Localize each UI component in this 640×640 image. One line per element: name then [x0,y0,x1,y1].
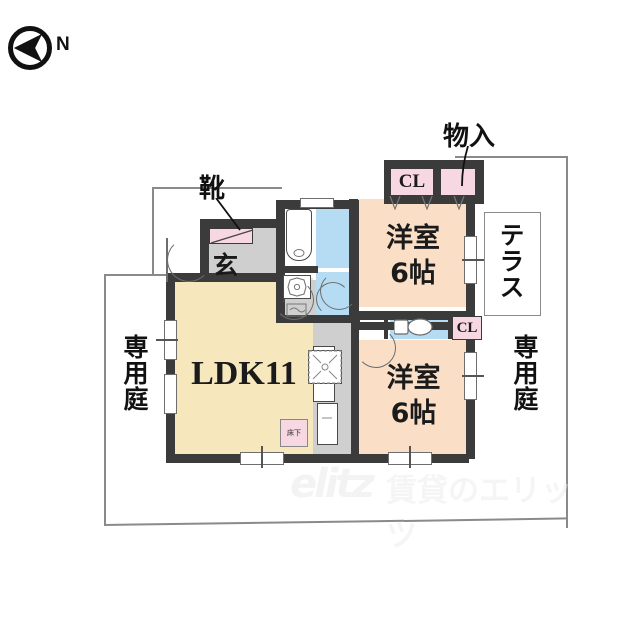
window-tick-bed-top-e [462,259,484,261]
window-tick-ldk-s [261,446,263,468]
window-tick-ldk-w1 [156,339,178,341]
room-label-bedroom-top-name: 洋室 [386,223,440,254]
callout-shoes: 靴 [199,168,225,205]
callout-shoes-text: 靴 [199,174,226,204]
closet-mid-cl-label: CL [456,319,478,336]
compass-north-label: N [56,34,70,55]
door-sanitary-arc [316,282,350,316]
watermark-text: 賃貸のエリッツ [386,473,572,554]
cooktop-burners-icon [308,350,342,384]
window-tick-bed-bot-e [462,375,484,377]
terrace-outline-right [540,212,542,316]
site-outline-left-bottom [104,519,404,526]
room-label-genkan-text: 玄 [213,251,239,280]
wall-sanitary-mid [276,266,318,273]
wall-top-closet-divider [432,160,441,204]
wall-ldk-west [166,273,175,463]
watermark-logo: elitz [290,461,375,507]
label-private-garden-left-text: 専用庭 [120,334,149,412]
closet-top-cl-label: CL [398,171,426,192]
wall-cl-mid-divider [448,315,452,339]
site-outline-left-top [104,274,166,276]
underfloor-storage-label: 床下 [287,428,301,437]
room-label-bedroom-bottom-size: 6帖 [390,397,437,429]
room-label-genkan: 玄 [213,246,238,282]
wall-entry-north [200,219,280,228]
site-outline-right-top [455,156,567,158]
label-private-garden-left: 専用庭 [116,334,152,412]
room-label-ldk-text: LDK11 [191,355,297,392]
wall-top-closet-band [384,160,393,204]
underfloor-storage-box: 床下 [280,419,308,447]
terrace-outline-top [484,212,541,214]
site-outline-notch-v [152,187,154,275]
wall-stub-east-upper [466,195,484,203]
room-label-bedroom-bottom-name: 洋室 [386,363,441,394]
north-arrow-icon [8,26,52,70]
label-terrace-text: テラス [496,222,525,300]
refrigerator-icon [317,403,338,445]
room-label-bedroom-top: 洋室 6帖 [358,222,468,291]
wall-stub-ne [475,160,484,204]
label-private-garden-right-text: 専用庭 [510,334,539,412]
closet-top-storage [440,168,476,196]
room-label-bedroom-bottom: 洋室 6帖 [358,362,469,431]
callout-storage-leader-icon [461,146,469,187]
wall-bedroom-bot-west [351,322,359,458]
wall-top-closet-base [384,195,484,204]
door-bedroom-bottom-arc [356,328,396,368]
terrace-outline-left [484,212,486,316]
site-outline-right-v [566,156,568,528]
wall-entry-south [166,273,281,282]
wall-sanitary-south [276,315,360,323]
shoe-cabinet-hatching [210,229,254,244]
window-ldk-west-2 [164,374,177,414]
closet-door-hatching [389,196,465,210]
label-terrace: テラス [492,222,528,300]
compass-needle-icon [10,28,50,68]
terrace-outline-bottom [484,315,541,317]
room-bedroom-top [358,199,468,307]
refrigerator-lines-icon [322,417,332,419]
callout-storage-text: 物入 [443,122,496,152]
wall-sanitary-west [276,200,285,322]
site-outline-left-v [104,274,106,526]
wall-toilet-divider [384,315,388,339]
wall-ldk-south [166,454,469,463]
closet-top-cl: CL [390,168,434,196]
room-label-ldk: LDK11 [174,355,314,393]
wall-bedroom-top-south [349,311,475,320]
door-ldk-hall-arc [274,280,314,320]
wall-sanitary-east [351,200,359,322]
door-entrance-arc [167,238,211,282]
bathtub-icon [286,209,312,261]
watermark: elitz 賃貸のエリッツ [290,455,580,554]
room-label-bedroom-top-size: 6帖 [390,257,436,289]
bathtub-drain-icon [293,249,305,257]
window-tick-bed-bot-s [409,446,411,468]
site-outline-right-bottom [404,517,569,522]
toilet-icon [394,318,433,336]
window-bath-north [300,198,334,208]
site-outline-notch-top [152,187,282,189]
label-private-garden-right: 専用庭 [506,334,542,412]
closet-mid-cl: CL [452,316,482,340]
callout-shoes-leader-icon [215,198,241,231]
callout-storage: 物入 [443,116,495,153]
door-entrance-leaf [166,238,168,282]
